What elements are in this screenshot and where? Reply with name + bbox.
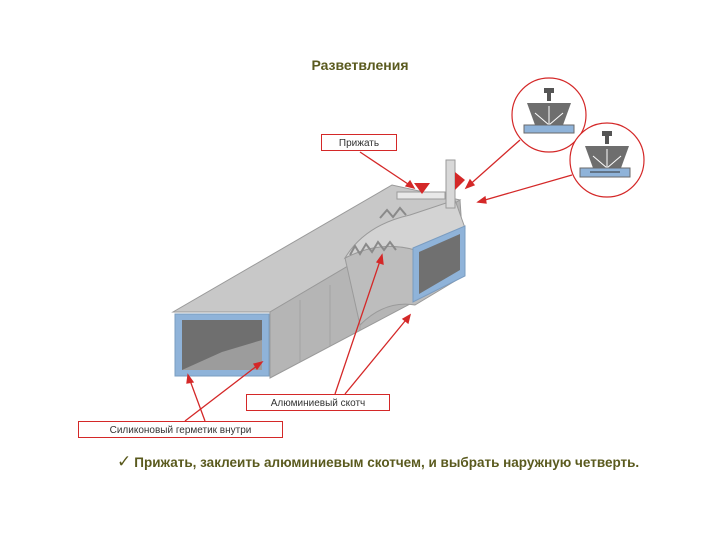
detail-callout-1 [511,77,587,153]
instruction-note: ✓Прижать, заклеить алюминиевым скотчем, … [117,452,639,472]
checkmark-icon: ✓ [117,452,132,471]
detail-callout-2 [569,122,645,198]
aluminum-tape-label: Алюминиевый скотч [246,394,390,411]
press-label: Прижать [321,134,397,151]
silicone-sealant-label: Силиконовый герметик внутри [78,421,283,438]
branch-duct [343,159,466,326]
pointer-lines [184,139,573,422]
page-title: Разветвления [311,57,409,73]
instruction-text: Прижать, заклеить алюминиевым скотчем, и… [134,455,640,470]
